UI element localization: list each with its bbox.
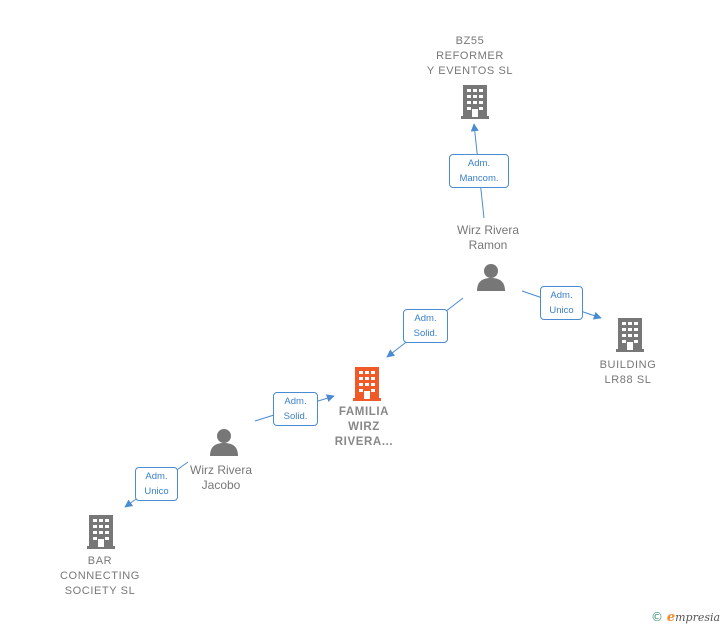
brand-logo: empresia (666, 610, 721, 625)
edge-label-ramon-familia[interactable]: Adm. Solid. (403, 309, 448, 343)
person-label-jacobo[interactable]: Wirz Rivera Jacobo (190, 463, 252, 492)
building-icon-familia[interactable] (353, 367, 381, 401)
person-icon-jacobo[interactable] (210, 429, 238, 456)
node-label-familia[interactable]: FAMILIA WIRZ RIVERA... (334, 406, 394, 448)
person-icon-ramon[interactable] (477, 264, 505, 291)
edge-label-jacobo-familia[interactable]: Adm. Solid. (273, 392, 318, 426)
edge-label-ramon-bz55[interactable]: Adm. Mancom. (449, 154, 509, 188)
person-label-ramon[interactable]: Wirz Rivera Ramon (457, 223, 519, 252)
copyright-symbol: © (651, 610, 663, 624)
copyright-footer: © empresia (651, 610, 720, 625)
edge-label-jacobo-bar[interactable]: Adm. Unico (135, 467, 178, 501)
node-label-bar[interactable]: BAR CONNECTING SOCIETY SL (60, 555, 140, 597)
edge-label-ramon-building[interactable]: Adm. Unico (540, 286, 583, 320)
building-icon-bz55[interactable] (461, 85, 489, 119)
building-icon-bar[interactable] (87, 515, 115, 549)
node-label-bz55[interactable]: BZ55 REFORMER Y EVENTOS SL (426, 35, 514, 77)
node-label-building[interactable]: BUILDING LR88 SL (599, 359, 657, 386)
building-icon-building[interactable] (616, 318, 644, 352)
